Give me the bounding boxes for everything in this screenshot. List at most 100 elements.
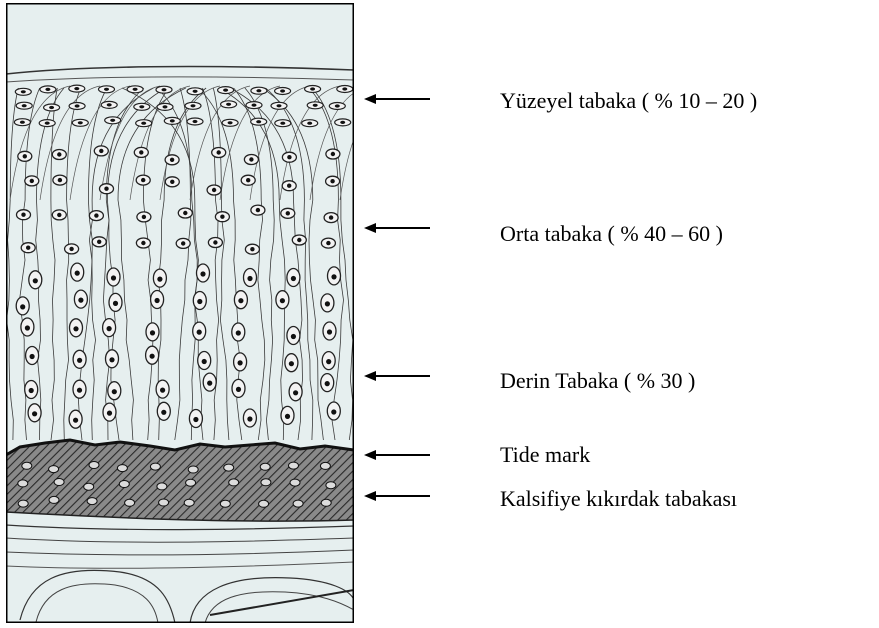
cell-nucleus: [139, 105, 144, 108]
cell-nucleus: [77, 358, 82, 363]
cell-nucleus: [200, 271, 205, 276]
cell-nucleus: [287, 184, 291, 188]
arrow-tide-icon: [364, 450, 430, 460]
calcified-cell: [157, 483, 167, 490]
calcified-cell: [184, 499, 194, 506]
arrow-orta-icon: [364, 223, 430, 233]
calcified-cell: [229, 479, 239, 486]
cell-nucleus: [75, 271, 80, 276]
cell-nucleus: [150, 330, 155, 335]
cell-nucleus: [77, 388, 82, 393]
cell-nucleus: [236, 330, 241, 335]
cell-nucleus: [280, 122, 285, 125]
cell-nucleus: [285, 414, 290, 419]
cell-nucleus: [104, 187, 108, 191]
cell-nucleus: [25, 325, 30, 330]
cell-nucleus: [74, 87, 79, 90]
cell-nucleus: [133, 88, 138, 91]
cell-nucleus: [310, 87, 315, 90]
calcified-cell: [289, 462, 299, 469]
label-tide: Tide mark: [500, 442, 590, 467]
cell-nucleus: [162, 88, 167, 91]
label-derin: Derin Tabaka ( % 30 ): [500, 368, 695, 393]
cell-nucleus: [33, 278, 38, 283]
cell-nucleus: [160, 388, 165, 393]
calcified-cell: [188, 466, 198, 473]
cell-nucleus: [20, 121, 25, 124]
histology-panel: [6, 3, 400, 623]
cell-nucleus: [49, 106, 54, 109]
cell-nucleus: [297, 238, 301, 242]
cell-nucleus: [228, 121, 233, 124]
cell-nucleus: [141, 122, 146, 125]
cell-nucleus: [109, 357, 114, 362]
cell-nucleus: [226, 103, 231, 106]
cell-nucleus: [163, 105, 168, 108]
cell-nucleus: [340, 121, 345, 124]
cell-nucleus: [193, 417, 198, 422]
label-kalsifiye: Kalsifiye kıkırdak tabakası: [500, 486, 737, 511]
cell-nucleus: [331, 409, 336, 414]
cell-nucleus: [252, 104, 257, 107]
cell-nucleus: [223, 89, 228, 92]
cell-nucleus: [22, 104, 27, 107]
cell-nucleus: [326, 359, 331, 364]
cell-nucleus: [183, 211, 187, 215]
cell-nucleus: [238, 360, 243, 365]
cell-nucleus: [141, 241, 145, 245]
label-orta: Orta tabaka ( % 40 – 60 ): [500, 221, 723, 246]
calcified-cell: [117, 465, 127, 472]
cell-nucleus: [217, 150, 221, 154]
cell-nucleus: [45, 122, 50, 125]
cell-nucleus: [69, 247, 73, 251]
arrow-yuzeyel-icon: [364, 94, 430, 104]
calcified-cell: [261, 479, 271, 486]
cell-nucleus: [291, 334, 296, 339]
cell-nucleus: [191, 104, 196, 107]
cell-nucleus: [141, 178, 145, 182]
calcified-cell: [84, 483, 94, 490]
cell-nucleus: [325, 381, 330, 386]
calcified-cell: [290, 479, 300, 486]
cell-nucleus: [247, 416, 252, 421]
cell-nucleus: [280, 298, 285, 303]
cell-nucleus: [326, 241, 330, 245]
cell-nucleus: [170, 119, 175, 122]
cell-nucleus: [73, 418, 78, 423]
cell-nucleus: [220, 215, 224, 219]
calcified-cell: [321, 499, 331, 506]
calcified-cell: [89, 462, 99, 469]
calcified-cell: [293, 500, 303, 507]
arrows: [364, 94, 430, 501]
calcified-cell: [87, 498, 97, 505]
cell-nucleus: [249, 157, 253, 161]
cell-nucleus: [30, 179, 34, 183]
cell-nucleus: [327, 329, 332, 334]
cell-nucleus: [213, 240, 217, 244]
arrow-kalsifiye-icon: [364, 491, 430, 501]
cell-nucleus: [78, 121, 83, 124]
cell-nucleus: [238, 298, 243, 303]
cell-nucleus: [193, 120, 198, 123]
calcified-cell: [125, 499, 135, 506]
cell-nucleus: [313, 104, 318, 107]
calcified-cell: [186, 479, 196, 486]
calcified-cell: [54, 479, 64, 486]
cell-nucleus: [107, 411, 112, 416]
cell-nucleus: [107, 103, 112, 106]
cell-nucleus: [286, 211, 290, 215]
arrow-derin-icon: [364, 371, 430, 381]
cell-nucleus: [73, 326, 78, 331]
calcified-cell: [259, 500, 269, 507]
cell-nucleus: [155, 298, 160, 303]
cell-nucleus: [330, 179, 334, 183]
cell-nucleus: [181, 241, 185, 245]
cell-nucleus: [97, 240, 101, 244]
calcified-cell: [150, 463, 160, 470]
label-yuzeyel: Yüzeyel tabaka ( % 10 – 20 ): [500, 88, 757, 113]
calcified-cell: [159, 499, 169, 506]
cell-nucleus: [170, 180, 174, 184]
calcified-cell: [49, 496, 59, 503]
cell-nucleus: [113, 301, 118, 306]
cell-nucleus: [197, 299, 202, 304]
